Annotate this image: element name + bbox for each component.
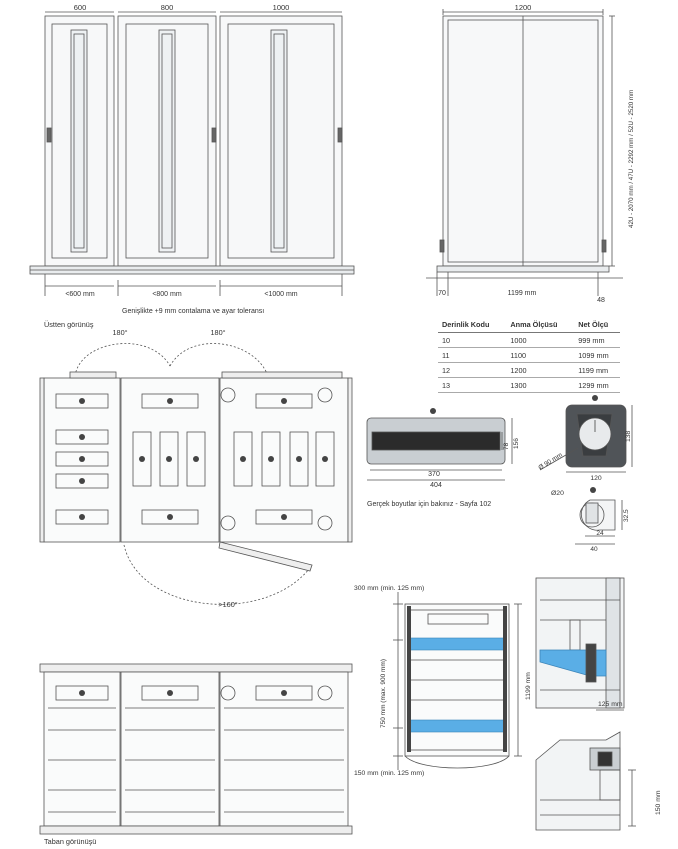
clip-dim-d20: Ø20 — [551, 490, 564, 497]
front-view-cabinets — [29, 11, 355, 296]
table-cell: 1000 — [506, 332, 575, 348]
table-cell: 13 — [438, 377, 507, 393]
table-cell: 1299 mm — [574, 377, 620, 393]
top-view-plan — [39, 343, 353, 605]
table-row: 12 1200 1199 mm — [438, 362, 620, 378]
front-dim-800: <800 mm — [152, 291, 182, 298]
table-cell: 10 — [438, 332, 507, 348]
col-depth-code: Derinlik Kodu — [438, 318, 507, 333]
gland-marker — [592, 395, 598, 401]
front-width-600: 600 — [74, 3, 87, 12]
bottom-view-markers — [79, 690, 287, 696]
brush-dim-370: 370 — [428, 471, 440, 478]
detail-top — [535, 577, 625, 711]
front-width-1000: 1000 — [273, 3, 290, 12]
angle-bottom: >160° — [218, 600, 237, 609]
table-cell: 999 mm — [574, 332, 620, 348]
brush-dim-156: 156 — [513, 438, 520, 449]
side-dim-70: 70 — [438, 290, 446, 297]
gland-dim-138: 138 — [625, 430, 632, 442]
table-cell: 1100 — [506, 347, 575, 363]
angle-right: 180° — [210, 328, 225, 337]
front-width-800: 800 — [161, 3, 174, 12]
brush-dim-404: 404 — [430, 482, 442, 489]
side-dim-1199: 1199 mm — [508, 290, 537, 297]
side-height-note: 42U - 2070 mm / 47U - 2292 mm / 52U - 25… — [628, 90, 635, 228]
brush-note: Gerçek boyutlar için bakınız - Sayfa 102 — [367, 501, 491, 508]
top-view-title: Üstten görünüş — [44, 320, 94, 329]
frame-dim-height: 1199 mm — [525, 672, 532, 700]
cable-gland — [539, 404, 633, 473]
top-view-markers — [79, 398, 328, 520]
table-row: 11 1100 1099 mm — [438, 347, 620, 363]
clip-dim-325: 32.5 — [623, 509, 630, 522]
bottom-view-plan — [39, 663, 353, 835]
table-cell: 1300 — [506, 377, 575, 393]
detail-bottom — [535, 731, 636, 831]
brush-marker — [430, 408, 436, 414]
table-cell: 12 — [438, 362, 507, 378]
table-row: 10 1000 999 mm — [438, 332, 620, 348]
gland-dim-d90: Ø 90 mm — [537, 452, 563, 472]
cable-clip — [575, 499, 623, 545]
frame-view — [393, 592, 522, 770]
frame-dim-mid: 750 mm (max. 900 mm) — [380, 659, 387, 728]
depth-table: Derinlik Kodu Anma Ölçüsü Net Ölçü 10 10… — [438, 318, 620, 393]
detail-dim-150: 150 mm — [655, 790, 662, 815]
table-cell: 1099 mm — [574, 347, 620, 363]
side-view-cabinet — [426, 9, 623, 296]
front-dim-1000: <1000 mm — [264, 291, 297, 298]
detail-dim-125: 125 mm — [598, 701, 623, 708]
gland-dim-120: 120 — [590, 475, 602, 482]
table-cell: 1200 — [506, 362, 575, 378]
frame-blue-rails — [407, 637, 507, 733]
table-row: 13 1300 1299 mm — [438, 377, 620, 393]
table-cell: 1199 mm — [574, 362, 620, 378]
col-nominal-size: Anma Ölçüsü — [506, 318, 575, 333]
clip-marker — [590, 487, 596, 493]
clip-dim-40: 40 — [590, 546, 598, 553]
width-tolerance-note: Genişlikte +9 mm contalama ve ayar toler… — [122, 308, 264, 315]
frame-dim-bottom: 150 mm (min. 125 mm) — [354, 770, 424, 777]
side-width-1200: 1200 — [515, 3, 532, 12]
angle-left: 180° — [112, 328, 127, 337]
clip-dim-24: 24 — [596, 530, 604, 537]
brush-dim-78: 78 — [503, 442, 510, 450]
table-cell: 11 — [438, 347, 507, 363]
bottom-view-title: Taban görünüşü — [44, 837, 96, 846]
col-net-size: Net Ölçü — [574, 318, 620, 333]
front-dim-600: <600 mm — [65, 291, 95, 298]
depth-table-header: Derinlik Kodu Anma Ölçüsü Net Ölçü — [438, 318, 620, 333]
side-dim-48: 48 — [597, 297, 605, 304]
frame-rail-posts — [407, 606, 507, 752]
frame-dim-top: 300 mm (min. 125 mm) — [354, 585, 424, 592]
brush-strip — [366, 417, 513, 481]
